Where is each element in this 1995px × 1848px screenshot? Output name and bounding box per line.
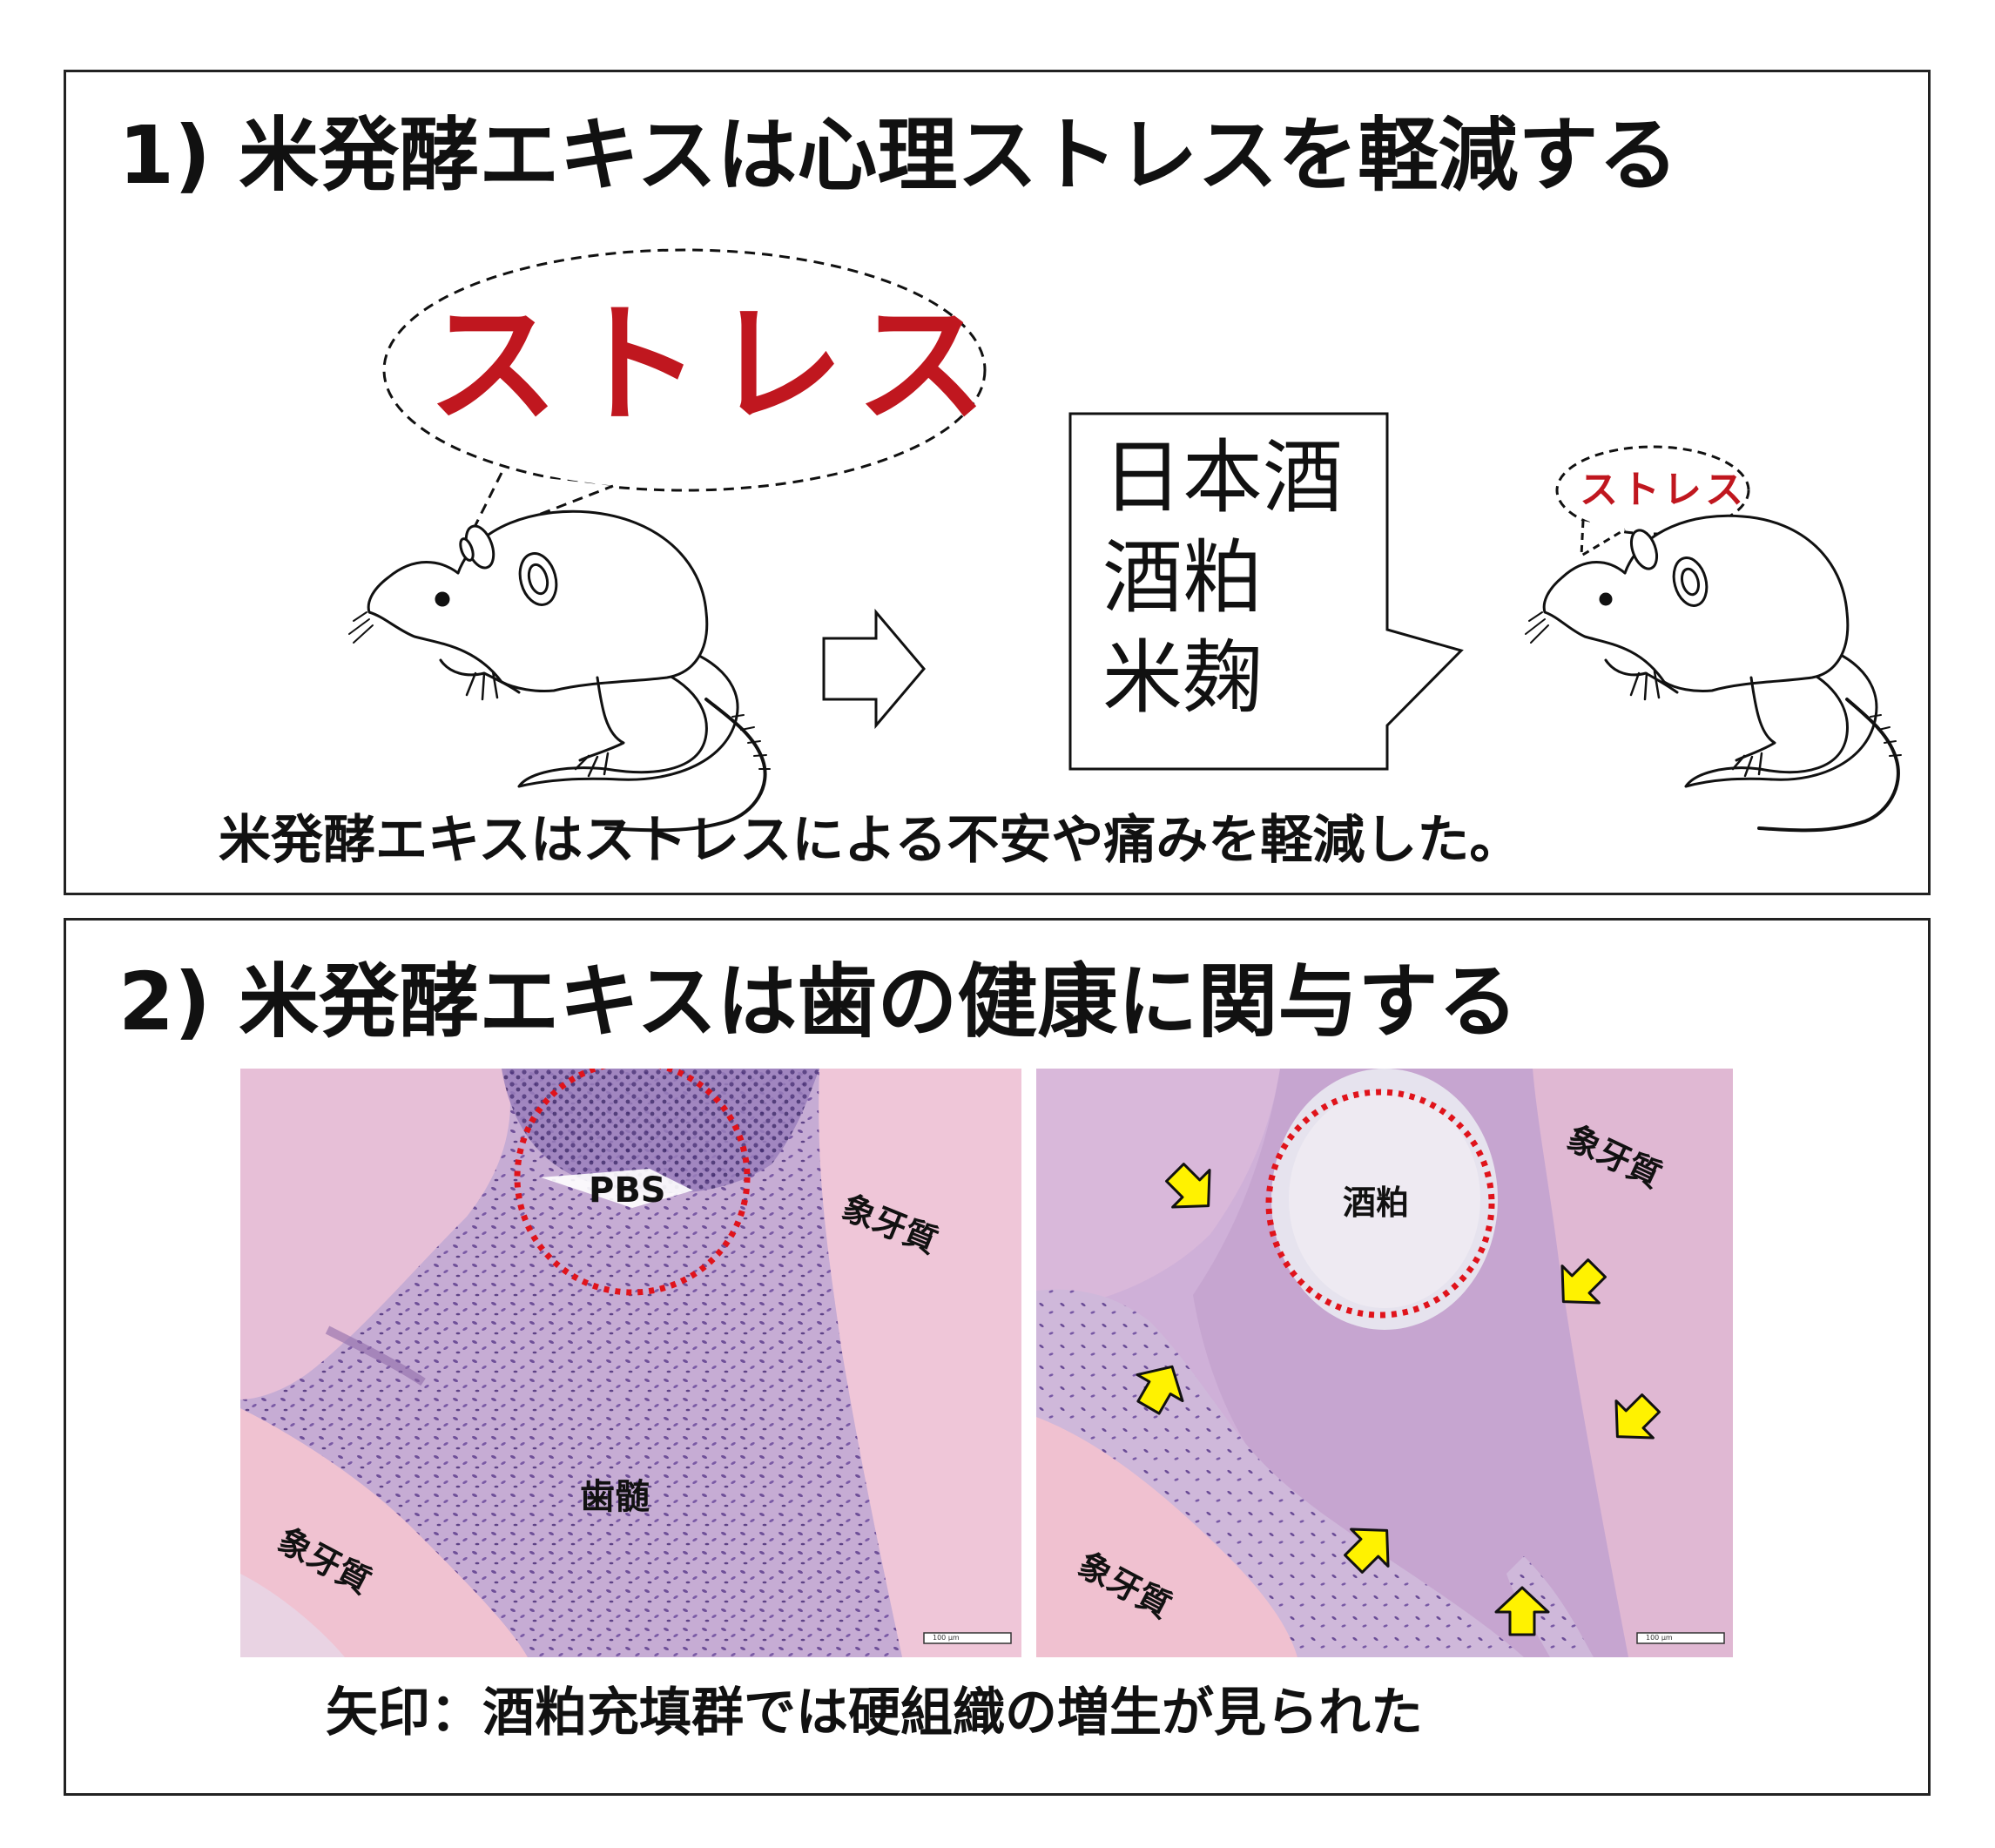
micrograph-pbs: PBS 象牙質 歯髄 象牙質 100 µm: [240, 1069, 1021, 1657]
panel1-illustration: [348, 248, 1902, 833]
food-item-rice-koji: 米麹: [1102, 631, 1264, 725]
panel-stress: 1) 米発酵エキスは心理ストレスを軽減する: [64, 70, 1931, 895]
label-pbs: PBS: [589, 1170, 666, 1211]
rat-illustration-relaxed: [1525, 514, 1902, 833]
label-dental-pulp: 歯髄: [580, 1477, 650, 1517]
stress-text-small: ストレス: [1580, 468, 1747, 512]
food-item-sake-lees: 酒粕: [1102, 531, 1264, 624]
panel-dental: 2) 米発酵エキスは歯の健康に関与する: [64, 918, 1931, 1796]
scale-bar-label-left: 100 µm: [933, 1634, 960, 1642]
hard-tissue-arrows: [1136, 1163, 1661, 1636]
stress-text-large: ストレス: [428, 290, 1000, 442]
panel1-caption: 米発酵エキスはストレスによる不安や痛みを軽減した。: [219, 810, 1522, 871]
food-speech-box: [1068, 412, 1464, 771]
panel2-title: 2) 米発酵エキスは歯の健康に関与する: [118, 955, 1519, 1049]
label-sake-lees: 酒粕: [1343, 1184, 1410, 1222]
rat-illustration-stressed: [348, 509, 771, 833]
sake-lees-region-circle: [1265, 1089, 1495, 1319]
right-arrow-icon: [822, 608, 926, 730]
food-item-sake: 日本酒: [1102, 431, 1344, 524]
yellow-arrow-icon: [1614, 1393, 1661, 1440]
pbs-region-circle: [514, 1069, 751, 1296]
scale-bar-label-right: 100 µm: [1646, 1634, 1673, 1642]
micrograph-pbs-image: [240, 1069, 1021, 1657]
thought-bubble-small: [1555, 445, 1750, 558]
yellow-arrow-icon: [1494, 1586, 1550, 1636]
yellow-arrow-icon: [1344, 1528, 1390, 1574]
yellow-arrow-icon: [1136, 1365, 1184, 1415]
panel1-title: 1) 米発酵エキスは心理ストレスを軽減する: [118, 109, 1679, 202]
yellow-arrow-icon: [1165, 1163, 1211, 1209]
micrograph-sake-lees: 酒粕 象牙質 象牙質 100 µm: [1036, 1069, 1733, 1657]
yellow-arrow-icon: [1560, 1258, 1607, 1305]
panel2-caption: 矢印：酒粕充填群では硬組織の増生が見られた: [326, 1683, 1423, 1743]
